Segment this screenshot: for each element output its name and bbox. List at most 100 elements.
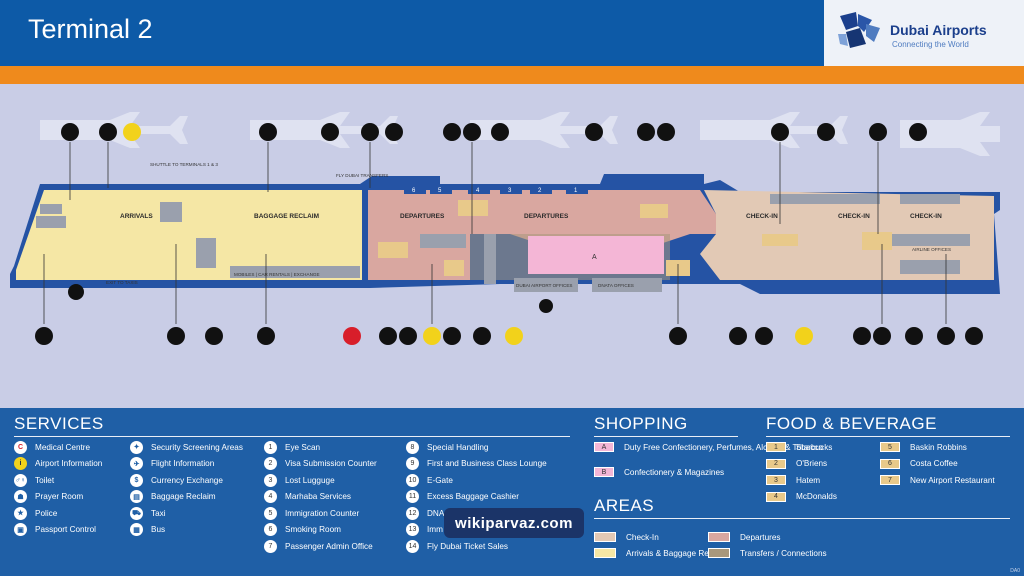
currency-exchange-icon: $	[130, 473, 143, 487]
legend-numbered-10-label: E-Gate	[427, 475, 453, 485]
legend-area-2: Arrivals & Baggage Reclaim	[594, 546, 728, 560]
legend-service2-0: ✦Security Screening Areas	[130, 440, 243, 454]
area-1-swatch	[708, 532, 730, 542]
legend-service2-3: ▤Baggage Reclaim	[130, 490, 216, 504]
zone-check-in-label-1: CHECK-IN	[746, 213, 778, 220]
number-5-icon: 5	[264, 506, 277, 520]
legend-service-2: ♂♀ Toilet	[14, 473, 54, 487]
dubai-airports-logo[interactable]: Dubai Airports Connecting the World	[836, 10, 1006, 56]
gate-badges: 6 5 4 3 2 1	[404, 185, 588, 194]
gate-2-label: 2	[538, 188, 542, 194]
shopping-title: SHOPPING	[594, 414, 688, 433]
zone-baggage-reclaim-label: BAGGAGE RECLAIM	[254, 213, 319, 220]
services-title: SERVICES	[14, 414, 104, 433]
arrivals-reclaim-area	[16, 190, 362, 280]
legend-numbered-11-label: Excess Baggage Cashier	[427, 492, 519, 501]
header-bar: Terminal 2 Dubai Airports Connecting the…	[0, 0, 1024, 66]
area-2-swatch	[594, 548, 616, 558]
legend-numbered-10: 10 E-Gate	[406, 473, 453, 487]
number-9-icon: 9	[406, 457, 419, 470]
legend-numbered-13-label: Imm	[427, 525, 443, 534]
flight-information-icon: ✈	[130, 457, 143, 470]
legend-service-2-label: Toilet	[35, 475, 55, 485]
legend-area-0: Check-In	[594, 530, 659, 544]
legend-numbered-2-label: Visa Submission Counter	[285, 459, 377, 468]
legend-service-5: ▣Passport Control	[14, 523, 96, 537]
legend-area-0-label: Check-In	[626, 532, 659, 542]
bus-icon: ▦	[130, 523, 143, 536]
prayer-room-icon: ☗	[14, 490, 27, 503]
gate-3-label: 3	[508, 188, 512, 194]
shuttle-label: SHUTTLE TO TERMINALS 1 & 3	[150, 162, 218, 167]
number-7-icon: 7	[264, 539, 277, 553]
check-in-area	[700, 190, 994, 280]
page-title: Terminal 2	[28, 14, 153, 44]
legend-service2-2: $ Currency Exchange	[130, 473, 223, 487]
legend-service-3: ☗ Prayer Room	[14, 490, 83, 504]
duty-free-key: A	[592, 254, 597, 261]
shopping-rule	[594, 436, 738, 437]
legend-service-4-label: Police	[35, 508, 58, 518]
duty-free-shop	[528, 236, 664, 274]
legend-service2-1: ✈Flight Information	[130, 457, 214, 471]
legend-food-7-label: New Airport Restaurant	[910, 475, 995, 485]
number-1-icon: 1	[264, 440, 277, 454]
legend-service2-4-label: Taxi	[151, 508, 166, 518]
shop-A-swatch: A	[594, 442, 614, 452]
number-10-icon: 10	[406, 473, 419, 487]
areas-rule	[594, 518, 1010, 519]
legend-food-4-label: McDonalds	[796, 492, 837, 501]
legend-service2-3-label: Baggage Reclaim	[151, 492, 216, 501]
aircraft-silhouettes	[40, 112, 1000, 156]
food-7-swatch: 7	[880, 475, 900, 485]
legend-area-3-label: Transfers / Connections	[740, 548, 827, 558]
legend-food-3-label: Hatem	[796, 475, 821, 485]
zone-departures-label-2: DEPARTURES	[524, 213, 569, 220]
number-13-icon: 13	[406, 523, 419, 536]
zone-arrivals-label: ARRIVALS	[120, 213, 153, 220]
legend-numbered-14-label: Fly Dubai Ticket Sales	[427, 541, 508, 551]
legend-service2-2-label: Currency Exchange	[151, 475, 223, 485]
dubai-airports-logo-icon	[838, 12, 880, 48]
food-6-swatch: 6	[880, 458, 900, 469]
legend-service-3-label: Prayer Room	[35, 492, 84, 501]
legend-area-1-label: Departures	[740, 532, 781, 542]
legend-numbered-13: 13 Imm	[406, 523, 443, 537]
legend-food-6-label: Costa Coffee	[910, 459, 958, 468]
legend-area-3: Transfers / Connections	[708, 546, 827, 560]
legend-numbered-14: 14 Fly Dubai Ticket Sales	[406, 539, 508, 553]
number-4-icon: 4	[264, 490, 277, 503]
number-12-icon: 12	[406, 506, 419, 520]
food-3-swatch: 3	[766, 475, 786, 485]
callout-lines	[43, 142, 947, 324]
legend-service2-5-label: Bus	[151, 525, 166, 534]
header-accent-bar	[0, 66, 1024, 84]
legend-numbered-6-label: Smoking Room	[285, 525, 341, 534]
food-2-swatch: 2	[766, 458, 786, 469]
airline-offices-label: AIRLINE OFFICES	[912, 247, 951, 252]
legend-service2-0-label: Security Screening Areas	[151, 442, 243, 452]
airport-information-icon: i	[14, 457, 27, 470]
dubai-airport-offices-label: DUBAI AIRPORT OFFICES	[516, 283, 573, 288]
toilet-icon: ♂♀	[14, 473, 27, 487]
taxi-icon: ⛟	[130, 506, 143, 520]
terminal-map[interactable]: A	[0, 84, 1024, 408]
zone-check-in-label-2: CHECK-IN	[838, 213, 870, 220]
legend-numbered-5-label: Immigration Counter	[285, 508, 360, 518]
brand-tagline: Connecting the World	[892, 40, 969, 49]
legend-numbered-9-label: First and Business Class Lounge	[427, 459, 547, 468]
legend-numbered-4-label: Marhaba Services	[285, 492, 351, 501]
passport-control-icon: ▣	[14, 523, 27, 536]
legend-service2-4: ⛟ Taxi	[130, 506, 166, 520]
flydubai-transfers-label: FLY DUBAI TRANSFERS	[336, 173, 388, 178]
number-14-icon: 14	[406, 539, 419, 553]
